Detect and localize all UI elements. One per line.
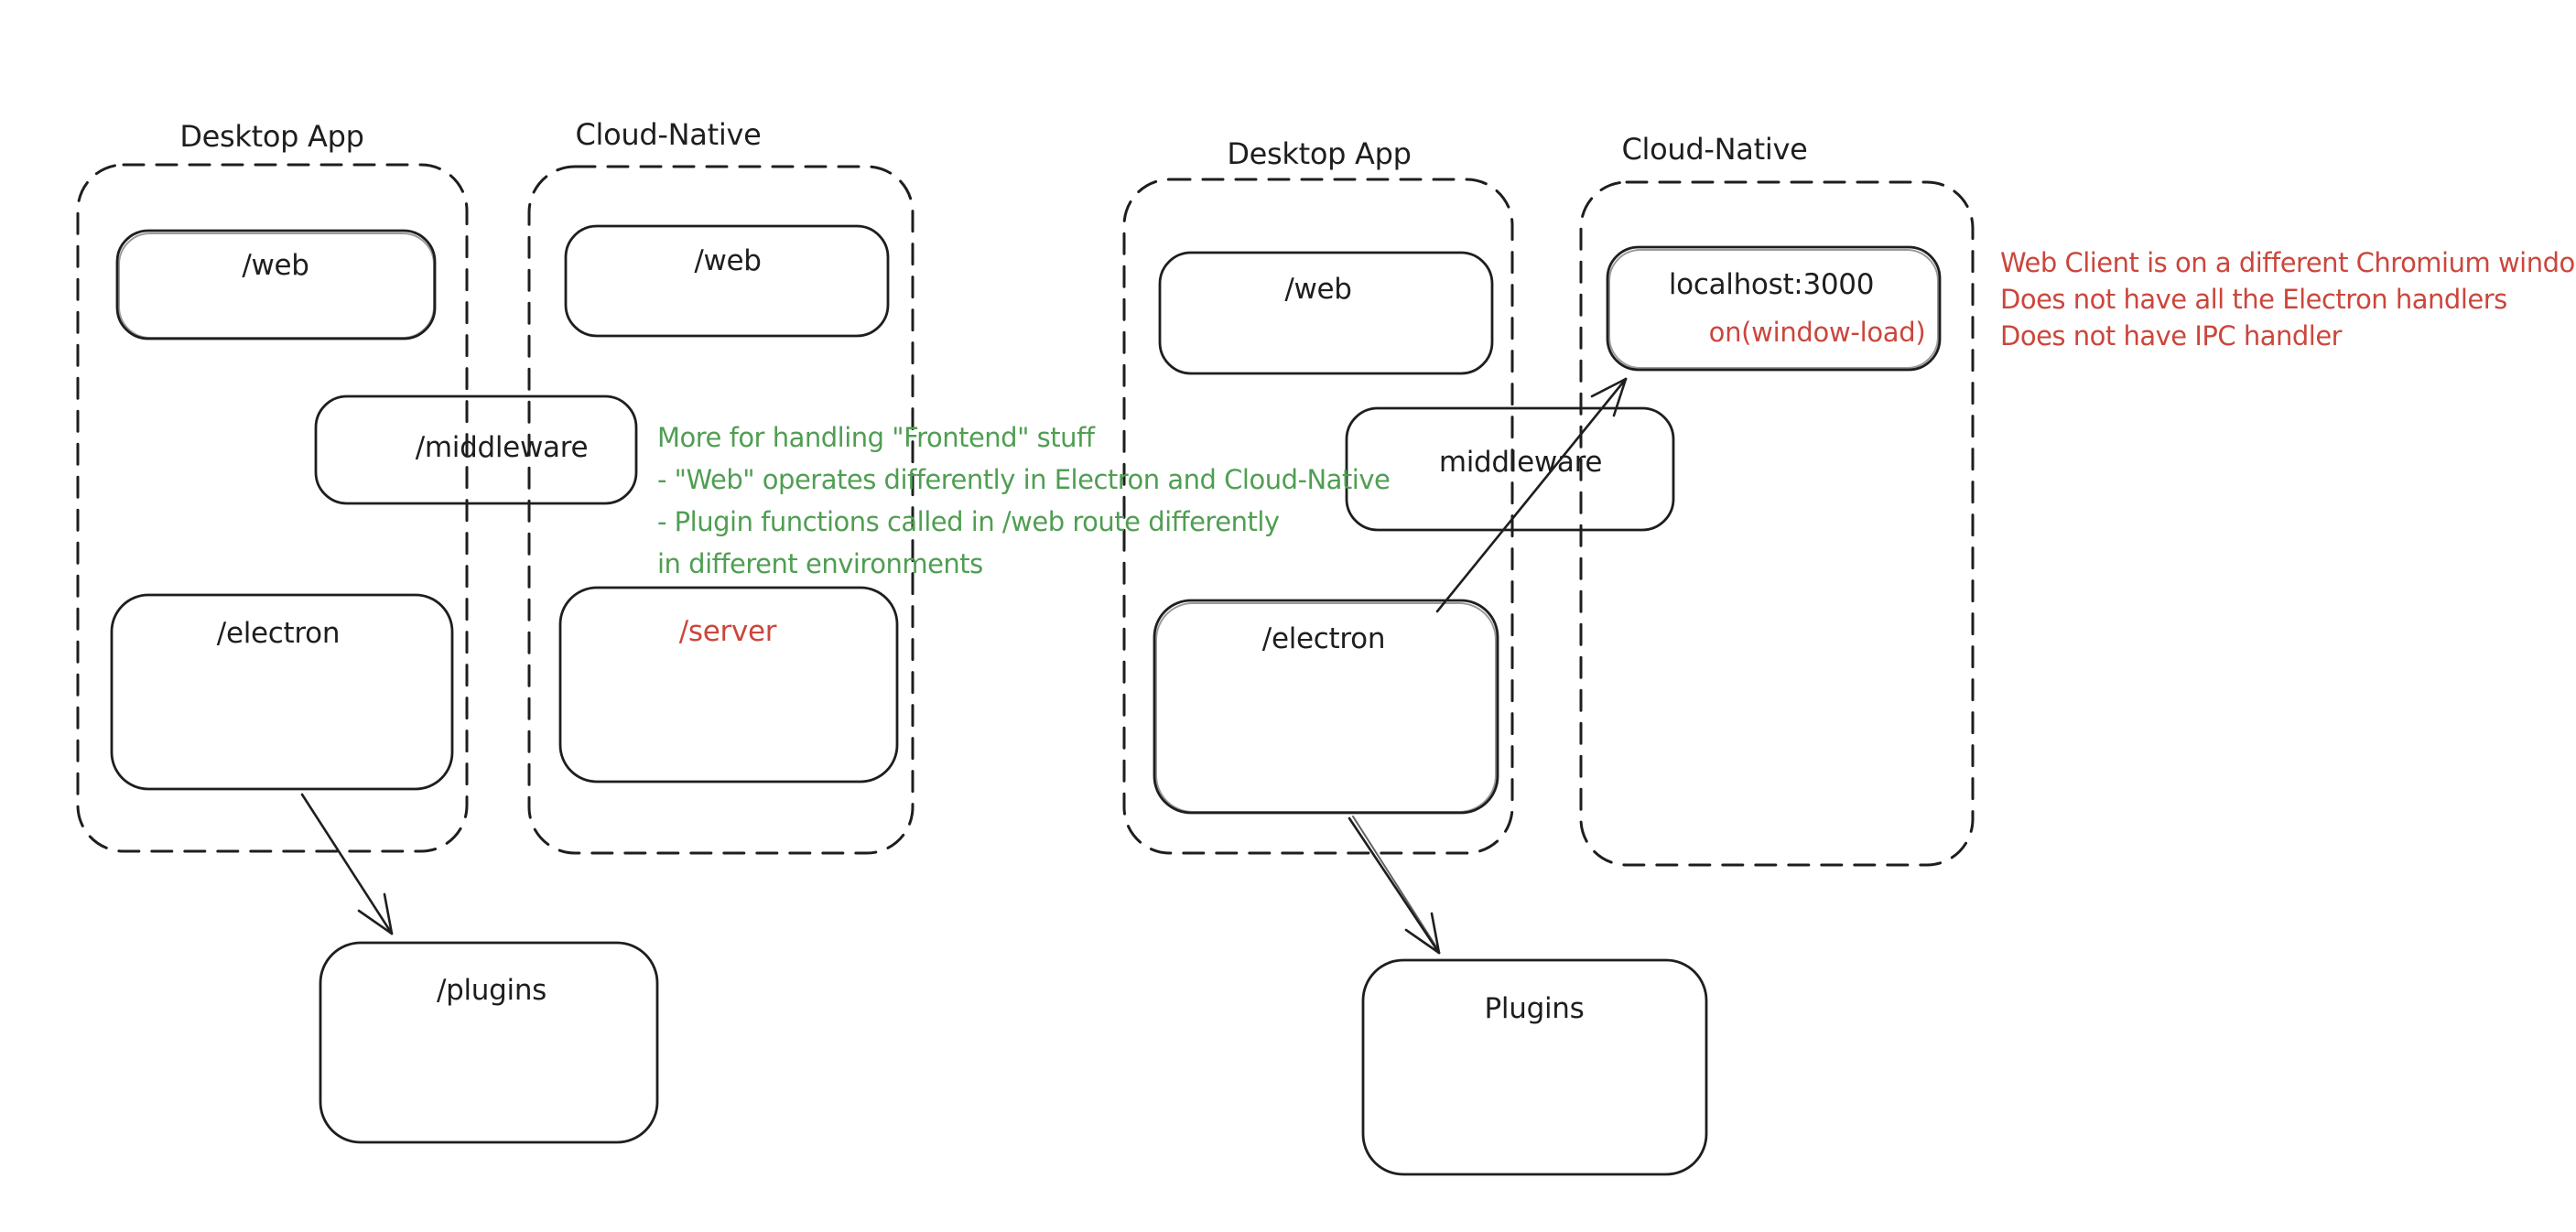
sketch-stroke (1608, 249, 1939, 369)
red-note-line: Web Client is on a different Chromium wi… (2000, 247, 2576, 278)
left-middleware-label: /middleware (415, 431, 589, 464)
green-note: More for handling "Frontend" stuff - "We… (657, 416, 1391, 585)
green-note-line: - "Web" operates differently in Electron… (657, 464, 1391, 495)
green-note-line: in different environments (657, 548, 983, 579)
left-desktop-app-container (76, 163, 469, 853)
right-cloud-native-container (1579, 180, 1975, 867)
left-cloud-native-container (527, 165, 915, 855)
right-desktop-app-container (1122, 178, 1514, 855)
left-web-cloud-label: /web (694, 244, 762, 277)
right-web-desktop-box (1158, 251, 1494, 375)
right-cloud-native-title: Cloud-Native (1621, 132, 1808, 167)
right-desktop-app-title: Desktop App (1227, 136, 1412, 171)
right-localhost-label: localhost:3000 (1668, 268, 1875, 301)
right-middleware-label: middleware (1438, 446, 1603, 479)
arrow-right-electron-to-localhost (1435, 377, 1628, 613)
left-web-cloud-box (564, 224, 890, 338)
right-localhost-box (1606, 245, 1942, 372)
right-middleware-box (1345, 406, 1675, 532)
right-electron-label: /electron (1261, 622, 1386, 655)
arrow-right-electron-to-plugins (1348, 816, 1441, 955)
right-plugins-box (1361, 958, 1708, 1176)
red-note-line: Does not have all the Electron handlers (2000, 284, 2507, 315)
left-electron-box (110, 593, 454, 791)
left-electron-label: /electron (216, 617, 341, 650)
left-plugins-label: /plugins (436, 974, 547, 1007)
arrow-left-electron-to-plugins (300, 793, 394, 935)
right-electron-box (1153, 599, 1499, 815)
left-server-box (558, 586, 899, 784)
left-plugins-box (319, 941, 659, 1144)
green-note-line: More for handling "Frontend" stuff (657, 422, 1095, 453)
left-middleware-box (314, 394, 638, 505)
left-web-desktop-box (115, 229, 437, 340)
right-on-window-load-label: on(window-load) (1708, 317, 1926, 348)
sketch-stroke (118, 232, 435, 339)
red-note: Web Client is on a different Chromium wi… (2000, 244, 2576, 354)
left-desktop-app-title: Desktop App (179, 119, 364, 154)
left-web-desktop-label: /web (242, 249, 309, 282)
right-web-desktop-label: /web (1284, 273, 1352, 306)
red-note-line: Does not have IPC handler (2000, 320, 2343, 351)
left-cloud-native-title: Cloud-Native (575, 117, 762, 152)
green-note-line: - Plugin functions called in /web route … (657, 506, 1280, 537)
right-plugins-label: Plugins (1484, 992, 1585, 1025)
left-server-label: /server (678, 615, 777, 648)
